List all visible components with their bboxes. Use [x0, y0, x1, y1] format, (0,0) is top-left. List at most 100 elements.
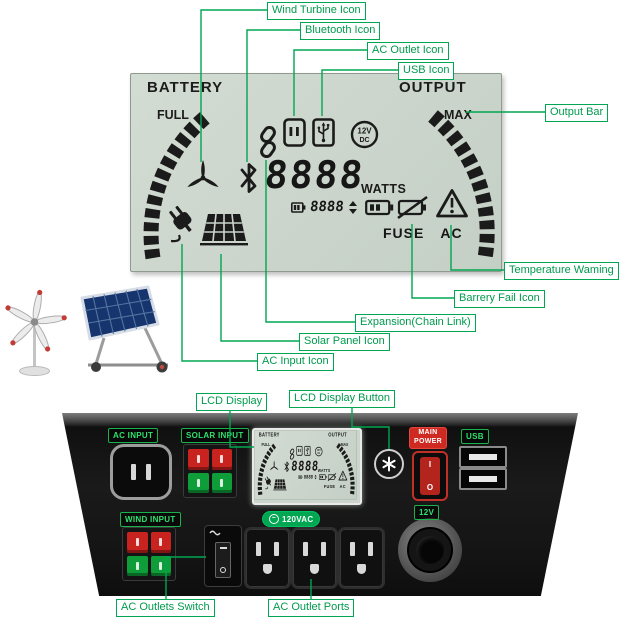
- wind-terminal-green: [127, 555, 148, 576]
- lcd-battery-title: BATTERY: [258, 432, 280, 439]
- usb-ports-label: USB: [461, 429, 489, 444]
- ac-input-port-label: AC INPUT: [108, 428, 159, 443]
- fuse-label: FUSE: [383, 225, 425, 241]
- main-power-label: MAIN POWER: [409, 427, 447, 449]
- main-power-switch[interactable]: I O: [412, 451, 448, 501]
- dc-12v-icon: 12V DC: [314, 446, 323, 457]
- ac-switch-rocker: [215, 542, 231, 578]
- outlet-ground-hole: [310, 564, 319, 574]
- usb-tongue: [469, 454, 497, 460]
- output-level-bar: [336, 443, 355, 496]
- expansion-chain-link-icon: [289, 448, 295, 460]
- ac-outlet-port-2[interactable]: [291, 527, 338, 589]
- outlet-ground-hole: [263, 564, 272, 574]
- usb-port-1[interactable]: [459, 446, 507, 468]
- solar-terminal-red: [188, 449, 209, 470]
- callout-wind-turbine-icon: Wind Turbine Icon: [267, 2, 366, 21]
- callout-lcd-display: LCD Display: [196, 393, 268, 412]
- ac-outlets-switch[interactable]: [204, 525, 242, 587]
- callout-battery-fail-icon: Barrery Fail Icon: [454, 290, 545, 309]
- vac-outlets-label: ~ 120VAC: [262, 511, 321, 527]
- wind-terminal-green: [150, 555, 171, 576]
- lcd-display-large: BATTERY OUTPUT FULL MAX: [130, 73, 502, 272]
- callout-ac-outlet-ports: AC Outlet Ports: [268, 599, 355, 618]
- lcd-battery-title: BATTERY: [147, 79, 224, 96]
- asterisk-icon: [382, 456, 396, 472]
- gauge-arrows-icon: [348, 200, 357, 214]
- lcd-screen: BATTERY OUTPUT FULL MAX: [130, 73, 502, 272]
- lcd-screen: BATTERY OUTPUT FULL MAX: [254, 430, 357, 500]
- temperature-warning-icon: [436, 189, 468, 218]
- dc-icon-text-1: 12V: [317, 449, 321, 452]
- solar-terminal-green: [188, 472, 209, 493]
- ac-input-port[interactable]: [110, 444, 172, 500]
- outlet-slot: [256, 542, 261, 556]
- ac-input-plug-icon: [169, 205, 192, 243]
- wind-input-connector[interactable]: [122, 527, 176, 581]
- solar-panel-icon: [200, 213, 248, 246]
- outlet-slot: [321, 542, 326, 556]
- dc-12v-socket[interactable]: [398, 518, 462, 582]
- battery-percent-gauge: 8888: [291, 199, 358, 215]
- fuse-ac-row: FUSE AC: [383, 225, 463, 241]
- outlet-slot: [350, 542, 355, 556]
- battery-percent-gauge: 8888: [298, 474, 317, 480]
- solar-terminal-red: [211, 449, 232, 470]
- lcd-max-label: MAX: [444, 108, 472, 122]
- dc-socket-ring: [407, 527, 453, 573]
- outlet-slot: [303, 542, 308, 556]
- callout-usb-icon: USB Icon: [398, 62, 455, 81]
- lcd-display-button[interactable]: [374, 449, 404, 479]
- ac-outlet-port-3[interactable]: [338, 527, 385, 589]
- ac-outlet-port-1[interactable]: [244, 527, 291, 589]
- switch-off-mark: O: [426, 483, 434, 492]
- lcd-full-label: FULL: [157, 108, 189, 122]
- battery-fail-icon: [327, 473, 337, 482]
- panel-lcd-display: BATTERY OUTPUT FULL MAX: [252, 428, 362, 505]
- wind-turbine-icon: [269, 460, 279, 470]
- callout-temperature-warning: Temperature Waming: [504, 262, 619, 281]
- battery-fail-icon: [397, 195, 428, 220]
- battery-level-bar: [257, 443, 277, 496]
- dc-12v-icon: 12V DC: [350, 120, 379, 149]
- battery-icon: [318, 474, 327, 480]
- switch-on-mark: I: [428, 460, 432, 469]
- callout-ac-outlet-icon: AC Outlet Icon: [367, 42, 449, 61]
- solar-terminal-green: [211, 472, 232, 493]
- switch-off-mark: [220, 567, 226, 573]
- solar-panel-photo: [80, 285, 168, 373]
- gauge-arrows-icon: [314, 474, 317, 480]
- callout-solar-panel-icon: Solar Panel Icon: [299, 333, 390, 352]
- switch-on-mark: [219, 547, 227, 549]
- watts-unit-label: WATTS: [317, 468, 331, 474]
- wind-terminal-red: [150, 532, 171, 553]
- wind-turbine-icon: [187, 160, 219, 187]
- ac-wave-icon: [209, 530, 221, 536]
- outlet-slot: [274, 542, 279, 556]
- main-power-label-line1: MAIN: [418, 429, 438, 436]
- outlet-ground-hole: [357, 564, 366, 574]
- sub-gauge-value: 8888: [303, 474, 314, 480]
- fuse-label: FUSE: [323, 483, 336, 489]
- lcd-max-label: MAX: [340, 442, 349, 448]
- solar-panel-icon: [273, 479, 287, 491]
- mini-battery-icon: [298, 475, 303, 479]
- dc-icon-text-2: DC: [317, 453, 320, 455]
- dc-icon-text-1: 12V: [357, 127, 372, 136]
- callout-ac-input-icon: AC Input Icon: [257, 353, 334, 372]
- watts-value: 8888: [262, 153, 367, 197]
- solar-input-connector[interactable]: [183, 444, 237, 498]
- lcd-output-title: OUTPUT: [399, 79, 467, 96]
- vac-label-text: 120VAC: [282, 514, 314, 524]
- usb-port-2[interactable]: [459, 468, 507, 490]
- wind-turbine-photo: [5, 289, 67, 376]
- usb-tongue: [469, 476, 497, 482]
- callout-expansion-chain-link: Expansion(Chain Link): [355, 314, 476, 333]
- ac-input-slot: [131, 464, 136, 480]
- wind-terminal-red: [127, 532, 148, 553]
- solar-input-label: SOLAR INPUT: [181, 428, 249, 443]
- ac-outlet-icon: [296, 445, 303, 456]
- callout-output-bar: Output Bar: [545, 104, 609, 123]
- outlet-slot: [368, 542, 373, 556]
